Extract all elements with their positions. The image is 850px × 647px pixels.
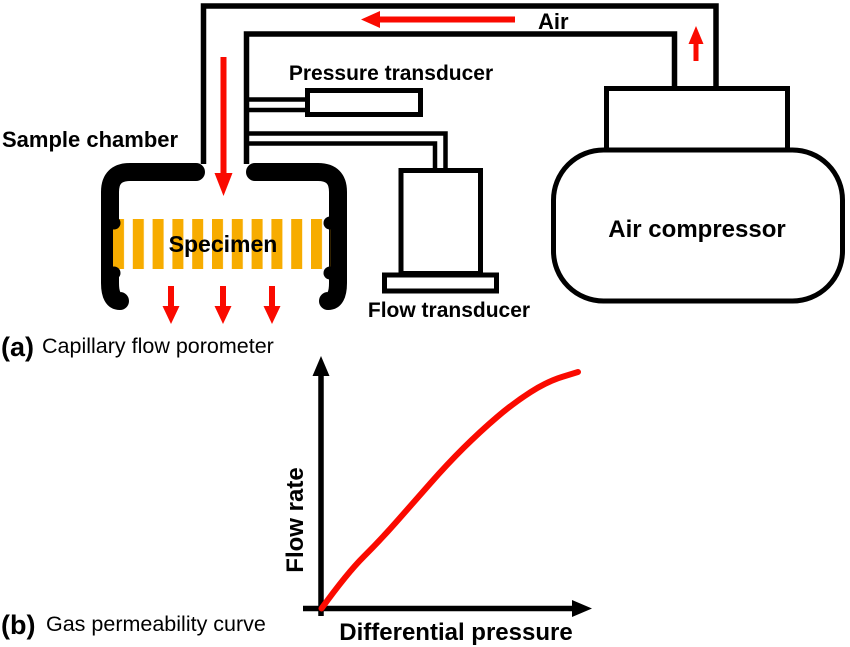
y-axis-label: Flow rate <box>282 467 309 572</box>
specimen-corner-dot <box>107 216 121 230</box>
caption-a-marker: (a) <box>1 332 34 362</box>
outlet-arrow-head <box>214 306 232 324</box>
sample-chamber: Sample chamber <box>2 127 347 310</box>
specimen-label: Specimen <box>169 231 278 257</box>
specimen: Specimen <box>107 216 337 280</box>
flow-transducer-base <box>382 272 499 294</box>
chamber-wall-right <box>246 163 347 310</box>
air-flow-arrow-left-head <box>361 11 380 28</box>
flow-tube-inner-wall <box>247 141 438 171</box>
caption-b-marker: (b) <box>1 610 35 640</box>
pressure-transducer-label: Pressure transducer <box>289 62 493 85</box>
flow-tube-outer-wall <box>247 131 448 171</box>
air-compressor-label: Air compressor <box>608 216 785 243</box>
pipe-inner-wall <box>243 31 678 164</box>
air-compressor-head <box>604 86 790 153</box>
pressure-transducer-body <box>305 88 423 117</box>
air-flow-arrow-up-head <box>688 26 704 44</box>
flow-transducer-body <box>398 168 483 276</box>
specimen-corner-dot <box>107 266 121 280</box>
caption-a-text: Capillary flow porometer <box>42 334 274 358</box>
air-pipe-circuit <box>200 3 719 164</box>
air-flow-arrows: Air <box>162 9 704 324</box>
specimen-corner-dot <box>323 266 337 280</box>
air-flow-arrow-down-head <box>214 173 233 196</box>
caption-a: (a) Capillary flow porometer <box>1 332 274 362</box>
flow-transducer-label: Flow transducer <box>368 299 530 322</box>
chamber-wall-left <box>101 163 205 310</box>
air-compressor: Air compressor <box>551 86 845 304</box>
outlet-arrow-head <box>263 306 281 324</box>
specimen-striped-membrane <box>113 219 331 269</box>
air-compressor-tank <box>551 147 845 304</box>
specimen-corner-dot <box>323 216 337 230</box>
flow-transducer: Flow transducer <box>247 131 530 322</box>
air-label: Air <box>538 9 569 34</box>
pressure-transducer: Pressure transducer <box>247 62 493 117</box>
gas-permeability-chart: Flow rate Differential pressure <box>282 356 592 646</box>
x-axis-arrowhead <box>572 600 592 617</box>
sample-chamber-label: Sample chamber <box>2 127 179 152</box>
outlet-arrow-head <box>162 306 180 324</box>
pipe-outer-wall <box>200 3 719 164</box>
caption-b-text: Gas permeability curve <box>46 612 266 636</box>
y-axis-arrowhead <box>312 356 330 376</box>
gas-permeability-curve <box>318 369 581 612</box>
x-axis-label: Differential pressure <box>339 619 572 646</box>
caption-b: (b) Gas permeability curve <box>1 610 266 640</box>
